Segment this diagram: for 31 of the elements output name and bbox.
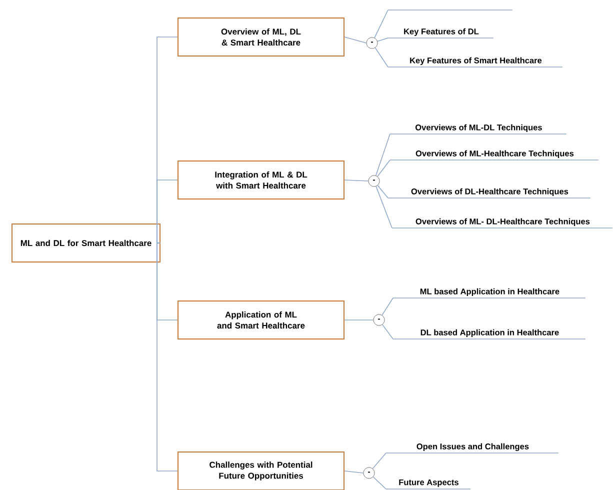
topic-box: Challenges with Potential Future Opportunities xyxy=(178,451,344,490)
subtopic-label: Future Aspects xyxy=(386,479,471,490)
branch-line xyxy=(377,184,388,198)
subtopic-label: Key Features of Smart Healthcare xyxy=(388,57,563,68)
branch-line xyxy=(382,298,394,316)
topic-box: ML and DL for Smart Healthcare xyxy=(12,223,160,262)
branch-line xyxy=(344,36,367,44)
subtopic-label: DL based Application in Healthcare xyxy=(392,329,586,340)
subtopic-label: Overviews of DL-Healthcare Techniques xyxy=(388,188,591,198)
branch-line xyxy=(374,10,388,38)
subtopic-label: Key Features of DL xyxy=(388,28,494,38)
branch-line xyxy=(377,160,390,177)
branch-line xyxy=(377,38,388,42)
branch-line xyxy=(344,180,369,182)
branch-line xyxy=(344,470,364,474)
branch-line xyxy=(382,324,394,340)
topic-box: Application of ML and Smart Healthcare xyxy=(178,300,344,340)
subtopic-label: ML based Application in Healthcare xyxy=(392,288,586,298)
branch-line xyxy=(374,47,388,68)
branch-line xyxy=(156,242,178,472)
branch-line xyxy=(375,134,390,176)
branch-line xyxy=(372,476,386,490)
subtopic-label: Overviews of ML- DL-Healthcare Techniques xyxy=(392,218,613,228)
subtopic-label: Overviews of ML-DL Techniques xyxy=(390,124,567,134)
topic-box: Overview of ML, DL & Smart Healthcare xyxy=(178,18,344,56)
topic-box: Integration of ML & DL with Smart Healthcare xyxy=(178,160,344,200)
branch-line xyxy=(372,452,386,470)
subtopic-label: Open Issues and Challenges xyxy=(386,443,559,454)
branch-line xyxy=(376,186,392,228)
subtopic-label: Overviews of ML-Healthcare Techniques xyxy=(390,150,599,160)
branch-line xyxy=(156,180,178,244)
